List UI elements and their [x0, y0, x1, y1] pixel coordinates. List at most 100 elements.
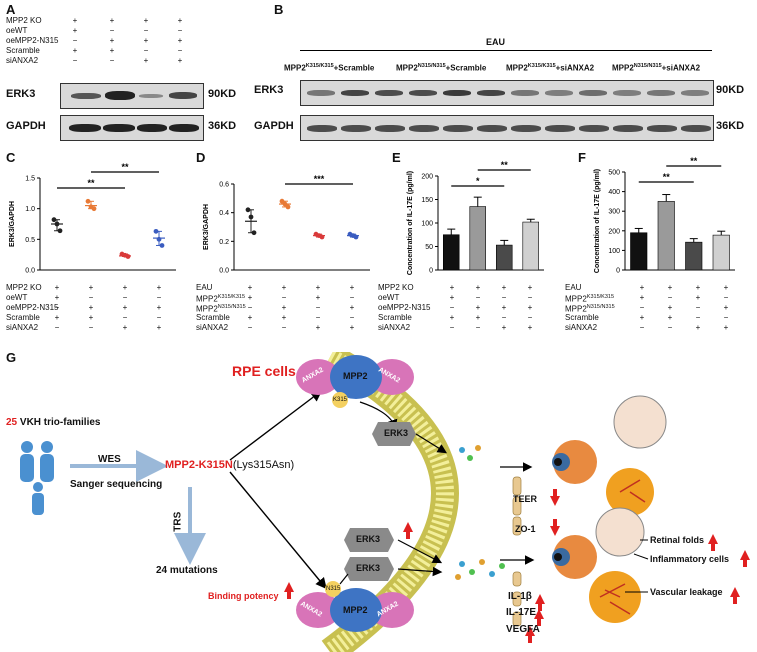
- bar: [685, 241, 703, 271]
- blot-b-erk3-band: [409, 90, 437, 96]
- panel-a-sign: +: [177, 16, 183, 25]
- data-point: [153, 228, 159, 234]
- y-tick-label: 100: [608, 248, 620, 255]
- bar: [712, 234, 730, 271]
- data-point: [91, 206, 97, 212]
- condition-sign: +: [54, 283, 60, 292]
- condition-sign: −: [54, 303, 60, 312]
- panel-label-a: A: [6, 2, 16, 17]
- condition-sign: +: [247, 283, 253, 292]
- condition-row-label: Scramble: [565, 313, 599, 322]
- anxa2-top-right: [370, 359, 414, 395]
- significance-label: **: [121, 162, 129, 172]
- sanger-label: Sanger sequencing: [70, 479, 163, 490]
- condition-row-label: siANXA2: [196, 323, 229, 332]
- blot-b-gapdh-band: [443, 125, 473, 132]
- condition-sign: +: [639, 293, 645, 302]
- panel-a-sign: −: [177, 46, 183, 55]
- blot-b-gapdh-band: [341, 125, 371, 132]
- blot-b-erk3: [300, 80, 714, 106]
- condition-sign: −: [281, 323, 287, 332]
- y-tick-label: 100: [421, 221, 433, 228]
- condition-sign: −: [122, 293, 128, 302]
- erk3-bottom-2-label: ERK3: [356, 563, 381, 573]
- families-label: 25 VKH trio-families: [6, 417, 101, 428]
- y-tick-label: 0.6: [219, 182, 229, 189]
- condition-sign: +: [723, 283, 729, 292]
- panel-a-row-label: oeWT: [6, 26, 28, 35]
- data-point: [125, 254, 131, 259]
- y-tick-label: 200: [608, 228, 620, 235]
- condition-sign: +: [349, 323, 355, 332]
- eye-bottom: [552, 507, 645, 623]
- panel-a-sign: +: [143, 56, 149, 65]
- condition-sign: −: [349, 313, 355, 322]
- zo1-label: ZO-1: [515, 524, 536, 534]
- panel-label-b: B: [274, 2, 284, 17]
- y-tick-label: 0.4: [219, 210, 229, 217]
- condition-sign: +: [88, 283, 94, 292]
- data-point: [282, 201, 288, 207]
- condition-sign: −: [501, 293, 507, 302]
- condition-sign: +: [723, 303, 729, 312]
- blot-b-gapdh-band: [375, 125, 405, 132]
- panel-a-sign: +: [72, 46, 78, 55]
- secreted-factors: [455, 445, 505, 580]
- blot-b-erk3-band: [681, 90, 709, 96]
- condition-sign: +: [475, 303, 481, 312]
- condition-sign: +: [449, 293, 455, 302]
- y-axis-label: ERK3/GAPDH: [203, 204, 210, 250]
- blot-b-gapdh: [300, 115, 714, 141]
- condition-sign: −: [667, 293, 673, 302]
- anxa2-bottom-right: [370, 592, 414, 628]
- binding-potency-label: Binding potency: [208, 591, 279, 601]
- data-point: [51, 217, 57, 223]
- erk3-top: [372, 422, 416, 446]
- panel-a-sign: +: [177, 56, 183, 65]
- y-tick-label: 500: [608, 170, 620, 177]
- data-point: [85, 198, 91, 204]
- panel-b-eau-line: [300, 50, 712, 51]
- data-point: [54, 221, 60, 227]
- condition-sign: −: [315, 313, 321, 322]
- y-axis-label: Concentration of IL-17E (pg/ml): [407, 171, 414, 275]
- y-tick-label: 0: [429, 268, 433, 275]
- condition-sign: +: [281, 303, 287, 312]
- blot-a-erk3-kd: 90KD: [208, 88, 237, 100]
- condition-sign: −: [695, 303, 701, 312]
- condition-sign: +: [475, 283, 481, 292]
- condition-sign: +: [695, 293, 701, 302]
- data-point: [159, 243, 165, 248]
- panel-a-sign: +: [143, 36, 149, 45]
- condition-sign: −: [475, 323, 481, 332]
- condition-row-label: MPP2N315/N315: [565, 304, 615, 314]
- blot-b-erk3-band: [307, 90, 335, 96]
- vascular-leakage-label: Vascular leakage: [650, 587, 723, 597]
- condition-sign: −: [156, 313, 162, 322]
- mpp2-top: [330, 355, 382, 399]
- panel-label-c: C: [6, 150, 16, 165]
- condition-sign: +: [281, 283, 287, 292]
- blot-b-gapdh-band: [681, 125, 711, 132]
- condition-row-label: Scramble: [196, 313, 230, 322]
- panel-a-sign: +: [177, 36, 183, 45]
- mutation-label: MPP2-K315N(Lys315Asn): [165, 459, 295, 471]
- bar: [442, 234, 460, 271]
- condition-sign: +: [156, 283, 162, 292]
- data-point: [279, 198, 285, 204]
- family-icon: [20, 441, 54, 515]
- data-point: [251, 230, 257, 236]
- panel-a-sign: −: [109, 26, 115, 35]
- bar: [495, 244, 513, 271]
- n315-label: N315: [326, 586, 341, 592]
- condition-row-label: oeWT: [6, 293, 28, 302]
- panel-a-sign: +: [109, 36, 115, 45]
- condition-sign: −: [501, 313, 507, 322]
- condition-sign: +: [122, 283, 128, 292]
- condition-sign: +: [639, 313, 645, 322]
- condition-sign: +: [88, 313, 94, 322]
- panel-a-sign: −: [177, 26, 183, 35]
- significance-label: **: [501, 160, 509, 170]
- teer-label: TEER: [513, 494, 538, 504]
- panel-a-sign: +: [109, 16, 115, 25]
